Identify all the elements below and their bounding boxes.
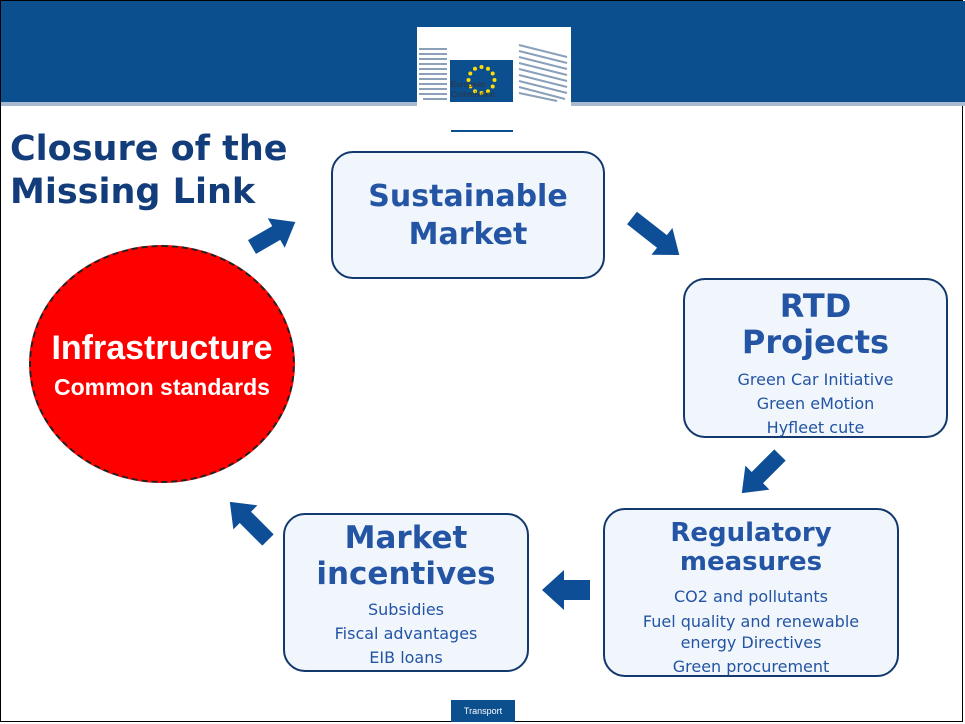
list-item: CO2 and pollutants (673, 587, 829, 606)
list-item: Green Car Initiative (737, 370, 894, 389)
list-item: Hyfleet cute (766, 418, 865, 437)
node-title: Infrastructure (51, 329, 273, 367)
node-title: Regulatory measures (605, 510, 897, 577)
european-commission-logo (419, 44, 568, 132)
node-rtd-projects: RTD Projects Green Car Initiative Green … (683, 278, 948, 438)
eu-flag-stars (466, 65, 497, 95)
node-title-line2: measures (679, 547, 823, 577)
footer-badge: Transport (451, 700, 515, 722)
logo-text-line1: European (451, 80, 486, 89)
node-title-line1: Market (344, 520, 468, 556)
node-title-line1: Sustainable (368, 179, 568, 214)
slide-title-line1: Closure of the (10, 129, 288, 169)
list-item: Subsidies (367, 600, 444, 619)
node-title: Sustainable Market (333, 153, 603, 254)
node-title: RTD Projects (685, 280, 946, 360)
slide-title: Closure of the Missing Link (10, 128, 310, 214)
node-title: Market incentives (285, 515, 527, 592)
node-title-line1: Regulatory (670, 518, 832, 548)
node-regulatory-measures: Regulatory measures CO2 and pollutants F… (603, 508, 899, 677)
logo-text-line2: Commission (451, 90, 496, 99)
node-infrastructure: Infrastructure Common standards (29, 245, 295, 483)
slide-title-line2: Missing Link (10, 172, 256, 212)
list-item: Fiscal advantages (334, 624, 478, 643)
node-market-incentives: Market incentives Subsidies Fiscal advan… (283, 513, 529, 672)
berlaymont-building-icon (419, 44, 568, 102)
list-item: Fuel quality and renewable (642, 612, 860, 631)
list-item: energy Directives (680, 633, 822, 652)
node-subtitle: Common standards (54, 374, 270, 400)
node-title-line2: Market (408, 217, 528, 252)
node-title-line1: RTD (779, 287, 852, 325)
list-item: Green procurement (672, 657, 830, 676)
node-title-line2: Projects (741, 323, 890, 361)
list-item: Green eMotion (756, 394, 875, 413)
node-title-line2: incentives (316, 556, 496, 592)
list-item: EIB loans (369, 648, 443, 667)
node-sustainable-market: Sustainable Market (331, 151, 605, 279)
